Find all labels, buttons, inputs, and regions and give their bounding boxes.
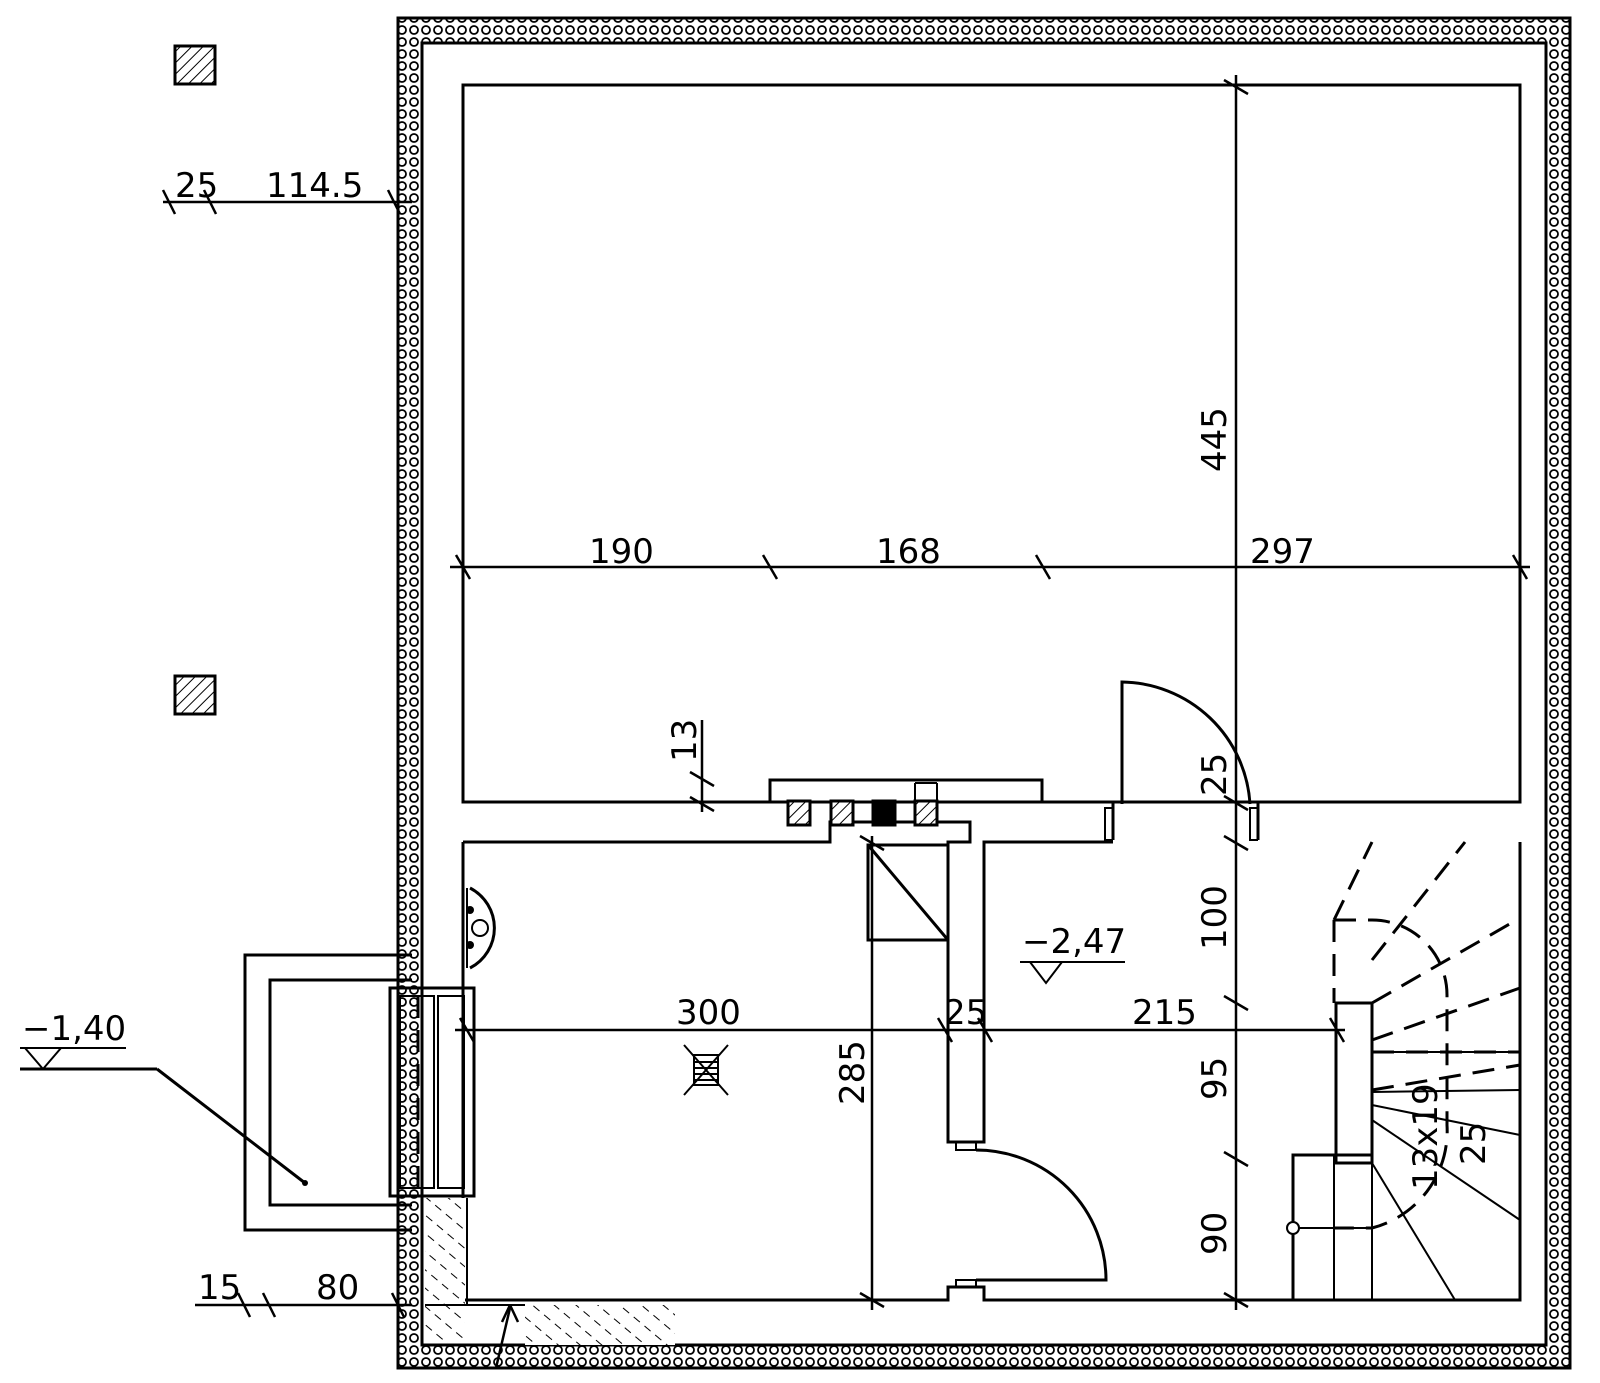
dim-15: 15 xyxy=(198,1268,241,1308)
dim-95: 95 xyxy=(1195,1057,1235,1100)
dim-90: 90 xyxy=(1195,1212,1235,1255)
legend-hatch-boxes xyxy=(173,44,217,716)
dim-285: 285 xyxy=(833,1040,873,1105)
entry-structure xyxy=(243,953,476,1232)
dim-25-lower: 25 xyxy=(944,993,987,1033)
staircase xyxy=(1286,841,1521,1301)
dim-100: 100 xyxy=(1195,885,1235,950)
lightwell-hatch xyxy=(425,1198,675,1345)
dim-25-top: 25 xyxy=(175,166,218,206)
floor-drain-icon xyxy=(683,1044,729,1096)
chimney-flues xyxy=(786,782,939,827)
door-upper xyxy=(1120,680,1252,805)
flue-1 xyxy=(786,799,812,827)
lower-left-room xyxy=(461,842,1522,1302)
sink-symbol xyxy=(466,886,496,970)
dimension-labels: 25 114.5 190 168 297 445 13 25 100 300 2… xyxy=(175,166,1494,1308)
flue-3 xyxy=(871,799,897,827)
dim-215: 215 xyxy=(1132,993,1197,1033)
upper-room xyxy=(461,83,1522,804)
legend-hatch-1 xyxy=(173,44,217,86)
dim-80: 80 xyxy=(316,1268,359,1308)
dim-13: 13 xyxy=(665,719,705,762)
flue-2 xyxy=(829,799,855,827)
flue-4 xyxy=(913,799,939,827)
stair-tread-label: 25 xyxy=(1454,1122,1494,1165)
dim-300: 300 xyxy=(676,993,741,1033)
level-outside-label: −1,40 xyxy=(22,1009,126,1049)
outer-wall xyxy=(396,16,1572,1370)
dim-445: 445 xyxy=(1195,407,1235,472)
stair-count-label: 13x19 xyxy=(1406,1083,1446,1190)
dim-190: 190 xyxy=(589,532,654,572)
dim-168: 168 xyxy=(876,532,941,572)
level-labels: −1,40 −2,47 xyxy=(22,922,1126,1049)
level-marker-outside xyxy=(20,1047,308,1186)
chimney-box xyxy=(866,843,950,942)
door-lower xyxy=(975,1148,1108,1282)
dim-25-vert: 25 xyxy=(1195,753,1235,796)
partition-wall xyxy=(463,778,1520,1144)
dim-297: 297 xyxy=(1250,532,1315,572)
dim-114-5: 114.5 xyxy=(266,166,363,206)
legend-hatch-2 xyxy=(173,674,217,716)
level-marker-inside xyxy=(1020,961,1125,985)
level-inside-label: −2,47 xyxy=(1022,922,1126,962)
dimension-lines xyxy=(161,75,1530,1369)
